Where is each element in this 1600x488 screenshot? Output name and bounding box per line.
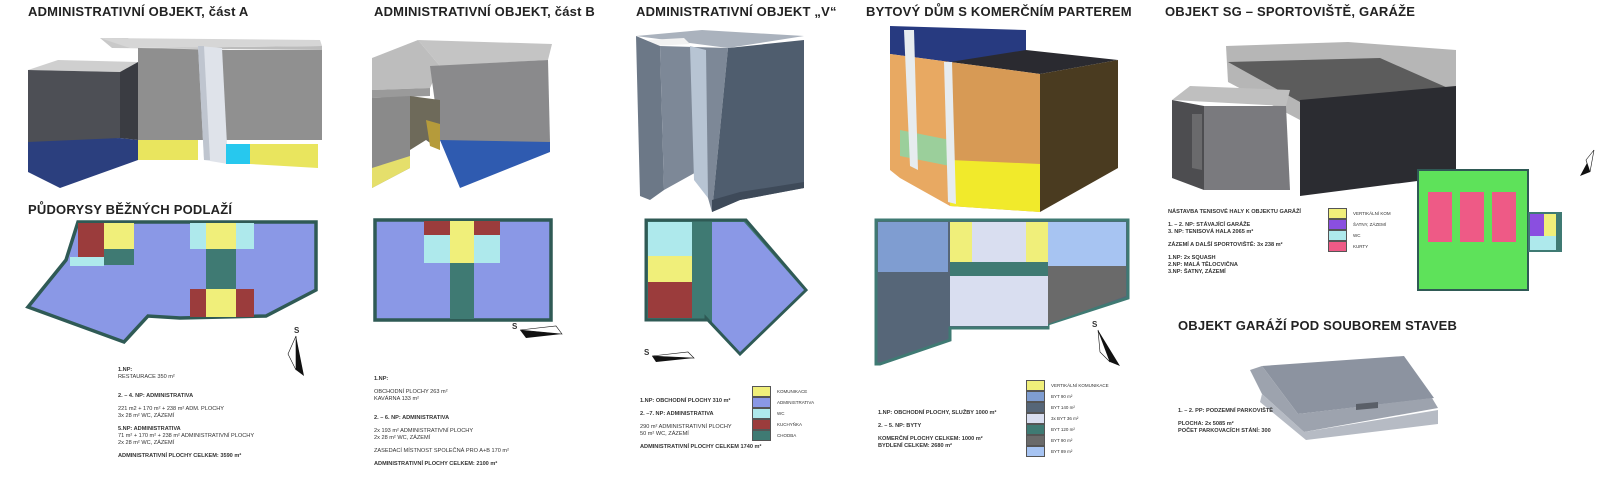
legend-item: 3x BYT 36 m² — [1026, 413, 1109, 424]
plan-sg — [1417, 169, 1562, 291]
title-admin-v: ADMINISTRATIVNÍ OBJEKT „V“ — [636, 4, 837, 19]
legend-item: BYT 120 m² — [1026, 424, 1109, 435]
title-floor-plans: PŮDORYSY BĚŽNÝCH PODLAŽÍ — [28, 202, 233, 217]
legend-swatch — [1026, 380, 1045, 391]
legend-item: BYT 90 m² — [1026, 435, 1109, 446]
plan-admin-b — [373, 218, 553, 322]
north-label-v: S — [644, 348, 650, 357]
legend-item: WC — [1328, 230, 1391, 241]
north-arrow-sg — [1580, 149, 1595, 176]
legend-item: WC — [752, 408, 814, 419]
legend-item: CHODBA — [752, 430, 814, 441]
model-bytovy-dum — [890, 26, 1118, 212]
model-admin-b — [372, 40, 552, 188]
legend-swatch — [1026, 435, 1045, 446]
model-sg — [1172, 42, 1456, 196]
plan-admin-v — [644, 218, 809, 357]
legend-item: VERTIKÁLNÍ KOMUNIKACE — [1026, 380, 1109, 391]
legend-swatch — [752, 397, 771, 408]
title-sg: OBJEKT SG – SPORTOVIŠTĚ, GARÁŽE — [1165, 4, 1416, 19]
legend-swatch — [752, 419, 771, 430]
legend-item: KUCHYŇKA — [752, 419, 814, 430]
plan-admin-a — [25, 220, 318, 345]
legend-swatch — [1026, 391, 1045, 402]
legend-swatch — [1328, 241, 1347, 252]
legend-swatch — [1328, 230, 1347, 241]
legend-swatch — [1328, 208, 1347, 219]
text-admin-a: 1.NP: RESTAURACE 350 m² 2. – 4. NP: ADMI… — [118, 367, 255, 459]
legend-swatch — [752, 430, 771, 441]
legend-sg: VERTIKÁLNÍ KOM ŠATNY, ZÁZEMÍ WC KURTY — [1328, 208, 1391, 252]
legend-swatch — [1026, 424, 1045, 435]
legend-item: ŠATNY, ZÁZEMÍ — [1328, 219, 1391, 230]
legend-swatch — [752, 408, 771, 419]
legend-admin-v: KOMUNIKACE ADMINISTRATIVA WC KUCHYŇKA CH… — [752, 386, 814, 441]
legend-swatch — [1328, 219, 1347, 230]
legend-bytovy-dum: VERTIKÁLNÍ KOMUNIKACE BYT 90 m² BYT 140 … — [1026, 380, 1109, 457]
north-arrow-v — [651, 351, 695, 362]
text-bytovy-dum: 1.NP: OBCHODNÍ PLOCHY, SLUŽBY 1000 m² 2.… — [878, 410, 997, 449]
legend-swatch — [752, 386, 771, 397]
north-label-bd: S — [1092, 320, 1098, 329]
north-label-b: S — [512, 322, 518, 331]
plan-bytovy-dum — [874, 218, 1130, 366]
title-admin-b: ADMINISTRATIVNÍ OBJEKT, část B — [374, 4, 596, 19]
title-admin-a: ADMINISTRATIVNÍ OBJEKT, část A — [28, 4, 249, 19]
legend-swatch — [1026, 402, 1045, 413]
north-arrow-a — [287, 335, 304, 376]
legend-item: KURTY — [1328, 241, 1391, 252]
title-garage: OBJEKT GARÁŽÍ POD SOUBOREM STAVEB — [1178, 318, 1458, 333]
north-arrow-b — [519, 325, 563, 338]
title-bytovy-dum: BYTOVÝ DŮM S KOMERČNÍM PARTEREM — [866, 4, 1132, 19]
text-sg: NÁSTAVBA TENISOVÉ HALY K OBJEKTU GARÁŽÍ … — [1168, 209, 1301, 275]
model-admin-a — [28, 38, 322, 188]
model-admin-v — [636, 30, 804, 212]
legend-item: BYT 89 m² — [1026, 446, 1109, 457]
north-label-a: S — [294, 326, 300, 335]
legend-item: ADMINISTRATIVA — [752, 397, 814, 408]
text-admin-b: 1.NP: OBCHODNÍ PLOCHY 263 m² KAVÁRNA 133… — [374, 376, 509, 467]
legend-item: BYT 140 m² — [1026, 402, 1109, 413]
legend-item: VERTIKÁLNÍ KOM — [1328, 208, 1391, 219]
legend-item: KOMUNIKACE — [752, 386, 814, 397]
legend-item: BYT 90 m² — [1026, 391, 1109, 402]
north-arrow-bd — [1097, 329, 1120, 366]
text-admin-v: 1.NP: OBCHODNÍ PLOCHY 310 m² 2. –7. NP: … — [640, 398, 762, 450]
text-garage: 1. – 2. PP: PODZEMNÍ PARKOVIŠTĚ PLOCHA: … — [1178, 408, 1274, 434]
legend-swatch — [1026, 413, 1045, 424]
legend-swatch — [1026, 446, 1045, 457]
